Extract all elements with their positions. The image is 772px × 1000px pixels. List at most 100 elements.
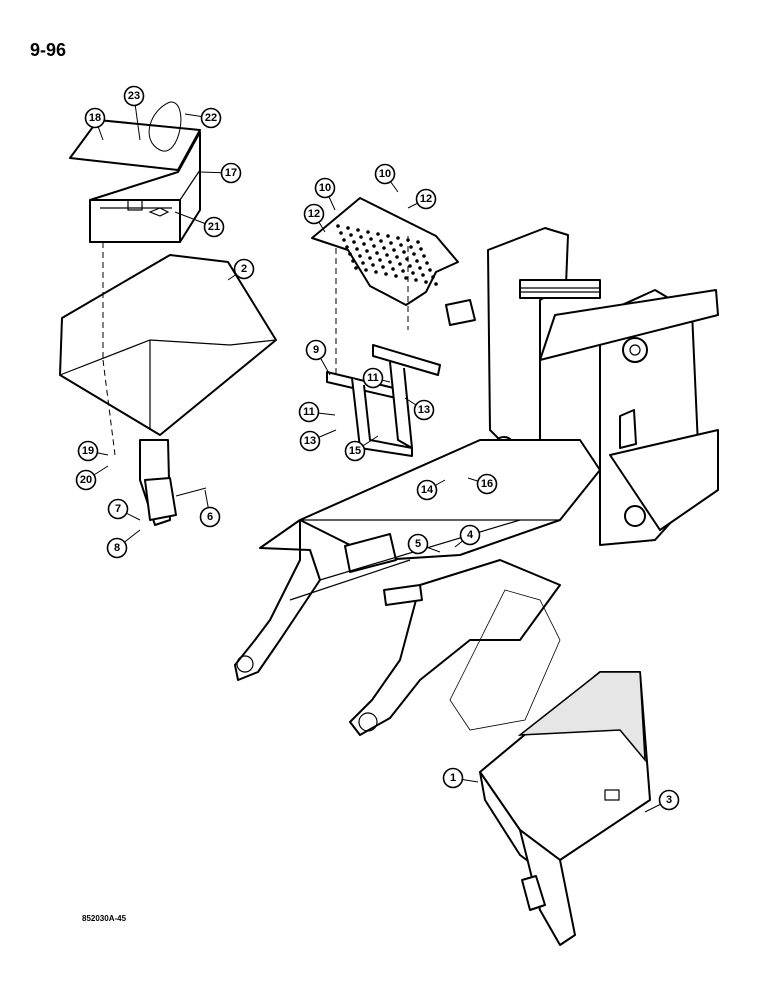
plate-hole: [428, 268, 432, 272]
callout-6: 6: [199, 489, 221, 528]
plate-hole: [402, 250, 406, 254]
callout-number: 2: [241, 263, 247, 275]
plate-hole: [389, 241, 393, 245]
plate-hole: [358, 254, 362, 258]
callout-number: 11: [303, 406, 315, 418]
callout-number: 19: [82, 445, 94, 457]
plate-hole: [398, 262, 402, 266]
plate-hole: [401, 269, 405, 273]
plate-hole: [382, 246, 386, 250]
plate-hole: [352, 240, 356, 244]
callout-number: 9: [313, 344, 319, 356]
page-number: 9-96: [30, 40, 67, 60]
callout-number: 15: [349, 445, 361, 457]
callout-13b: 13: [299, 429, 337, 452]
plate-hole: [416, 240, 420, 244]
callout-number: 12: [308, 208, 320, 220]
callout-number: 3: [666, 794, 672, 806]
callout-22: 22: [184, 107, 222, 129]
plate-hole: [424, 280, 428, 284]
callout-3: 3: [644, 789, 680, 813]
callout-number: 7: [115, 503, 121, 515]
plate-hole: [356, 228, 360, 232]
figure-code: 852030A-45: [82, 914, 127, 923]
callout-number: 20: [80, 474, 92, 486]
plate-hole: [384, 272, 388, 276]
callout-number: 13: [418, 404, 430, 416]
plate-hole: [364, 268, 368, 272]
callout-9: 9: [305, 339, 331, 376]
loader-frame: [234, 227, 719, 736]
plate-hole: [376, 232, 380, 236]
callout-1: 1: [442, 767, 479, 789]
plate-hole: [415, 259, 419, 263]
plate-hole: [421, 273, 425, 277]
plate-hole: [386, 234, 390, 238]
plate-hole: [396, 236, 400, 240]
plate-hole: [366, 230, 370, 234]
plate-hole: [431, 275, 435, 279]
plate-hole: [371, 263, 375, 267]
callout-21: 21: [174, 211, 225, 238]
plate-hole: [434, 282, 438, 286]
callout-number: 21: [208, 221, 220, 233]
callout-number: 17: [225, 167, 237, 179]
callout-number: 10: [319, 182, 331, 194]
callout-number: 10: [379, 168, 391, 180]
callout-15: 15: [344, 435, 379, 462]
callout-number: 23: [128, 90, 140, 102]
plate-hole: [419, 247, 423, 251]
plate-hole: [348, 252, 352, 256]
plate-hole: [394, 274, 398, 278]
plate-hole: [385, 253, 389, 257]
plate-hole: [355, 247, 359, 251]
callout-11a: 11: [362, 367, 391, 389]
plate-hole: [361, 261, 365, 265]
plate-hole: [422, 254, 426, 258]
plate-hole: [391, 267, 395, 271]
callout-4: 4: [454, 524, 481, 548]
plate-hole: [388, 260, 392, 264]
callout-number: 16: [481, 478, 493, 490]
plate-hole: [362, 242, 366, 246]
tool-box: [69, 101, 201, 243]
callout-number: 12: [420, 193, 432, 205]
plate-hole: [409, 245, 413, 249]
callout-number: 11: [367, 372, 379, 384]
callout-5: 5: [407, 533, 441, 555]
plate-hole: [425, 261, 429, 265]
callout-number: 6: [207, 511, 213, 523]
callout-17: 17: [199, 162, 242, 184]
callout-14: 14: [416, 479, 446, 501]
step-plate: [311, 197, 459, 306]
plate-hole: [414, 278, 418, 282]
callout-number: 18: [89, 112, 101, 124]
callout-10b: 10: [374, 163, 399, 193]
callout-12b: 12: [407, 188, 437, 210]
callout-18: 18: [84, 107, 106, 141]
plate-hole: [392, 248, 396, 252]
callout-16: 16: [467, 473, 498, 495]
plate-hole: [351, 259, 355, 263]
callout-8: 8: [106, 529, 141, 559]
plate-hole: [418, 266, 422, 270]
callout-13a: 13: [404, 397, 435, 421]
callout-number: 8: [114, 542, 120, 554]
step-bracket: [326, 344, 441, 457]
plate-hole: [342, 238, 346, 242]
rear-step: [479, 671, 651, 946]
plate-hole: [368, 256, 372, 260]
plate-hole: [378, 258, 382, 262]
callout-number: 5: [415, 538, 421, 550]
plate-hole: [412, 252, 416, 256]
plate-hole: [408, 264, 412, 268]
callout-number: 4: [467, 529, 474, 541]
plate-hole: [372, 244, 376, 248]
callout-10a: 10: [314, 177, 336, 211]
plate-hole: [399, 243, 403, 247]
plate-hole: [379, 239, 383, 243]
plate-hole: [369, 237, 373, 241]
callout-19: 19: [77, 440, 109, 462]
callout-number: 1: [450, 772, 456, 784]
